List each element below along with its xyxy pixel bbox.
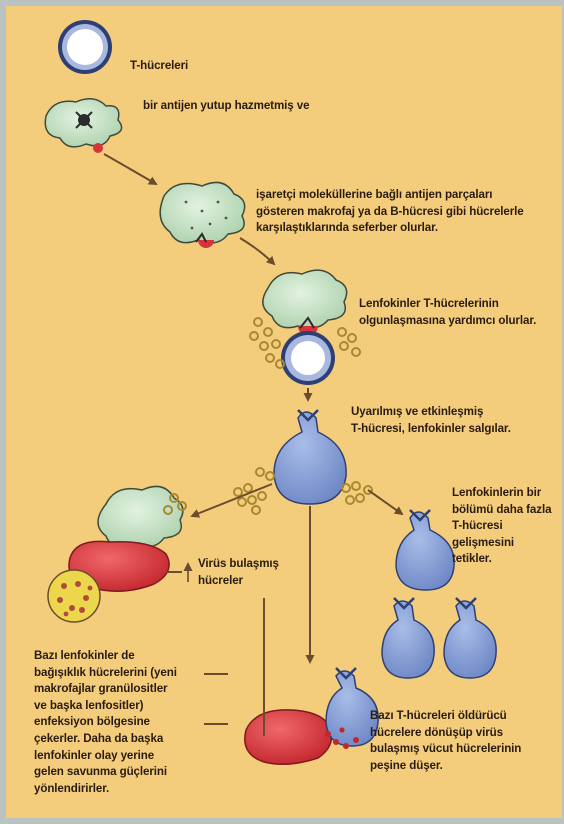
label-infected-cells: Virüs bulaşmış hücreler (198, 557, 279, 587)
arrow (190, 483, 273, 518)
diagram-canvas: T-hücreleri bir antijen yutup hazmetmiş … (6, 6, 562, 818)
label-mobilize: işaretçi moleküllerine bağlı antijen par… (256, 188, 524, 235)
new-t-cell-icon (395, 509, 455, 591)
arrow (239, 237, 276, 266)
label-more-tcells: Lenfokinlerin bir bölümü daha fazla T-hü… (452, 486, 552, 566)
lymphokine-cluster-upper (255, 467, 275, 481)
arrow (367, 489, 404, 516)
antigen-presenting-cell-icon (159, 181, 246, 248)
lymphokine-cluster-right (337, 327, 361, 357)
arrow (103, 153, 158, 186)
killer-t-cell-attack-icon (244, 667, 379, 765)
immune-response-illustration (44, 20, 497, 765)
t-cell-resting-icon (58, 20, 112, 74)
label-maturation: Lenfokinler T-hücrelerinin olgunlaşmasın… (359, 297, 537, 327)
macrophage-engulfing-icon (44, 98, 123, 153)
lymphokine-release-right (341, 481, 373, 505)
label-activated: Uyarılmış ve etkinleşmiş T-hücresi, lenf… (351, 405, 511, 435)
label-killer: Bazı T-hücreleri öldürücü hücrelere dönü… (370, 709, 522, 772)
label-antigen: bir antijen yutup hazmetmiş ve (143, 99, 310, 112)
macrophage-tcell-contact-icon (262, 269, 348, 385)
lymphokine-release-left (233, 483, 267, 515)
new-t-cell-pair-icon (381, 597, 497, 679)
activated-t-cell-icon (273, 409, 347, 505)
label-t-cells: T-hücreleri (130, 59, 189, 72)
recruited-macrophage-icon (97, 485, 184, 548)
lymphokine-cluster-left (249, 317, 285, 369)
label-attract: Bazı lenfokinler de bağışıklık hücreleri… (34, 649, 177, 795)
lymphokine-cluster-macrophage (163, 493, 187, 515)
granulocyte-icon (47, 569, 101, 623)
